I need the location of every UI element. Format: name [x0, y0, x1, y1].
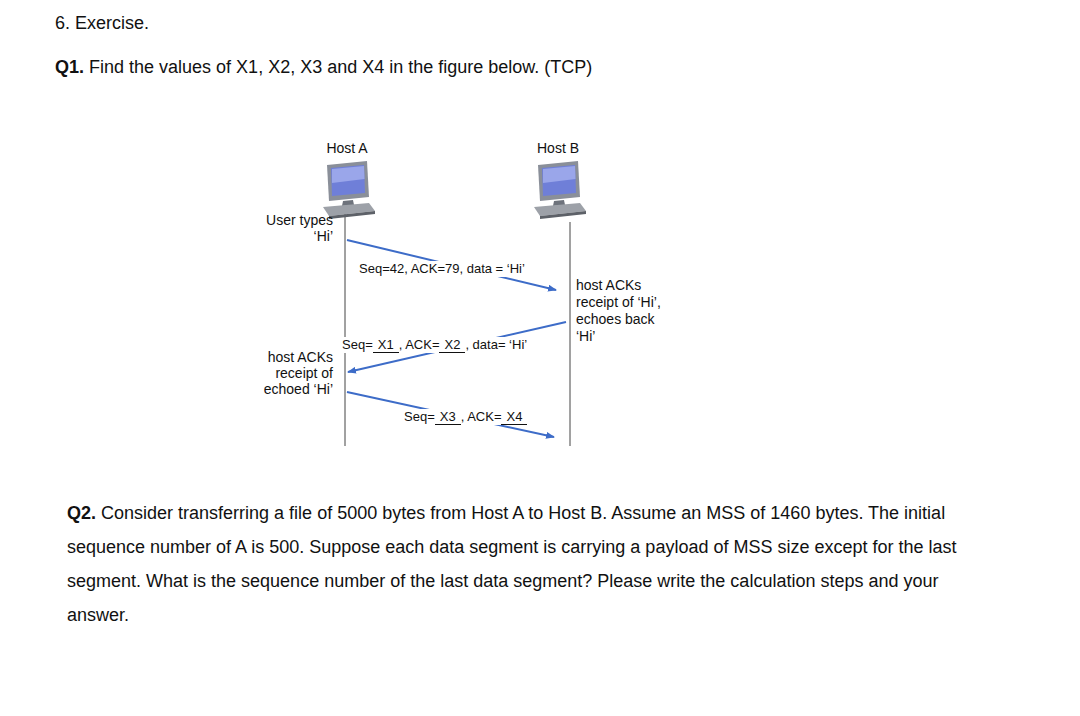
host-label: Host A: [312, 139, 382, 157]
text-group: Seq=42, ACK=79, data = ‘Hi’: [357, 261, 527, 277]
annotation: Seq=42, ACK=79, data = ‘Hi’: [359, 261, 525, 276]
host-label: Host B: [523, 139, 593, 157]
segment-arrow: [348, 322, 566, 372]
host-icon: [523, 159, 593, 224]
computer-icon: [528, 159, 588, 221]
text-group: host ACKs receipt of echoed ‘Hi’: [262, 349, 333, 397]
annotation: , data= ‘Hi’: [465, 337, 527, 352]
host-node: Host B: [523, 139, 593, 224]
blank-field: X2: [439, 337, 465, 353]
text-group: Seq=X3, ACK=X4: [402, 409, 529, 425]
computer-icon: [317, 159, 377, 221]
text-group: host ACKs receipt of ‘Hi’, echoes back ‘…: [576, 277, 670, 345]
annotation: host ACKs receipt of echoed ‘Hi’: [264, 349, 333, 397]
segment-arrow: [347, 392, 554, 437]
blank-field: X4: [501, 409, 527, 425]
annotation: Seq=: [404, 409, 435, 424]
text-group: Q1. Find the values of X1, X2, X3 and X4…: [55, 55, 1055, 79]
timeline: [345, 214, 346, 446]
annotation: Seq=: [342, 337, 373, 352]
host-node: Host A: [312, 139, 382, 224]
blank-field: X1: [373, 337, 399, 353]
question-text: Consider transferring a file of 5000 byt…: [67, 503, 957, 625]
text-group: Seq=X1, ACK=X2, data= ‘Hi’: [340, 337, 529, 353]
annotation: , ACK=: [399, 337, 440, 352]
section-heading: 6. Exercise.: [55, 13, 149, 33]
question-text: Find the values of X1, X2, X3 and X4 in …: [89, 57, 592, 77]
heading-group: 6. Exercise.: [55, 13, 149, 34]
question-number: Q1.: [55, 57, 84, 77]
blank-field: X3: [435, 409, 461, 425]
timeline: [570, 222, 571, 446]
segment-arrow: [347, 240, 556, 290]
question-number: Q2.: [67, 503, 96, 523]
annotation: host ACKs receipt of ‘Hi’, echoes back ‘…: [576, 277, 661, 344]
text-group: User types ‘Hi’: [253, 212, 333, 244]
annotation: User types ‘Hi’: [266, 212, 333, 244]
text-group: Q2. Consider transferring a file of 5000…: [67, 496, 977, 632]
annotation: , ACK=: [461, 409, 502, 424]
